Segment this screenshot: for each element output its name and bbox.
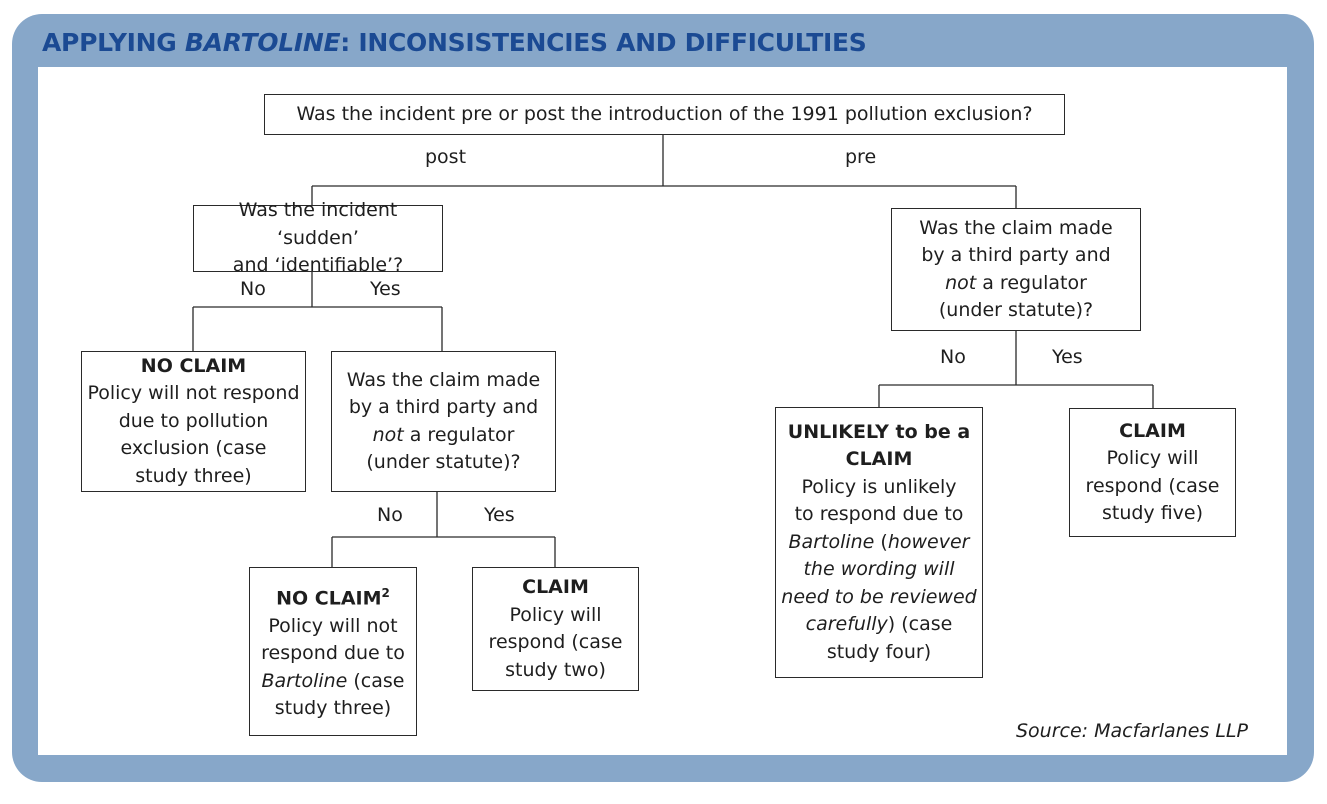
tp-left-line1: Was the claim made (346, 368, 541, 391)
unlikely-line7: study four) (826, 640, 932, 663)
tp-right-yes-label: Yes (1052, 346, 1083, 368)
unlikely-line4: the wording will (803, 558, 955, 581)
tp-right-line3: not a regulator (945, 271, 1087, 294)
tp-right-line4: (under statute)? (938, 299, 1094, 321)
tp-left-yes-label: Yes (484, 504, 515, 526)
sudden-yes-label: Yes (370, 278, 401, 300)
claim-two-line3: study two) (505, 658, 606, 681)
no-claim-2-heading: NO CLAIM2 (276, 586, 390, 610)
third-party-question-box-left: Was the claim made by a third party and … (331, 351, 556, 492)
no-claim-2-line3: Bartoline (case (261, 669, 405, 692)
claim-two-heading: CLAIM (522, 576, 589, 598)
sudden-line1: Was the incident ‘sudden’ (238, 199, 398, 249)
tp-right-line2: by a third party and (921, 244, 1111, 266)
no-claim-2-line4: study three) (274, 697, 392, 720)
tp-left-no-label: No (377, 504, 403, 526)
claim-five-line3: study five) (1101, 502, 1204, 524)
unlikely-line5: need to be reviewed (781, 585, 977, 608)
unlikely-line1: Policy is unlikely (801, 475, 957, 498)
claim-five-line2: respond (case (1085, 474, 1220, 497)
no-claim-1-line3: exclusion (case (120, 437, 267, 460)
claim-two-line1: Policy will (509, 603, 602, 626)
root-question-text: Was the incident pre or post the introdu… (296, 102, 1033, 125)
sudden-line2: and ‘identifiable’? (232, 254, 404, 277)
sudden-question-box: Was the incident ‘sudden’ and ‘identifia… (193, 199, 443, 276)
unlikely-heading-2: CLAIM (845, 448, 913, 471)
claim-two-line2: respond (case (488, 631, 623, 653)
diagram-title: APPLYING BARTOLINE: INCONSISTENCIES AND … (42, 28, 867, 57)
no-claim-1-line1: Policy will not respond (87, 382, 300, 405)
no-claim-pollution-box: NO CLAIM Policy will not respond due to … (81, 351, 306, 492)
tp-left-line2: by a third party and (348, 396, 539, 418)
no-claim-1-heading: NO CLAIM (140, 354, 247, 377)
claim-case-two-box: CLAIM Policy will respond (case study tw… (472, 567, 639, 691)
claim-five-heading: CLAIM (1119, 419, 1186, 442)
unlikely-heading-1: UNLIKELY to be a (787, 420, 971, 443)
unlikely-line2: to respond due to (794, 503, 964, 526)
branch-label-post: post (425, 146, 467, 168)
root-question-box: Was the incident pre or post the introdu… (264, 94, 1065, 135)
no-claim-2-line1: Policy will not (268, 614, 398, 637)
tp-right-no-label: No (940, 346, 966, 368)
source-credit: Source: Macfarlanes LLP (1016, 720, 1248, 742)
claim-five-line1: Policy will (1106, 447, 1199, 469)
unlikely-claim-box: UNLIKELY to be a CLAIM Policy is unlikel… (775, 407, 983, 678)
unlikely-line6: carefully) (case (805, 613, 953, 636)
third-party-question-box-right: Was the claim made by a third party and … (891, 208, 1141, 331)
no-claim-1-line2: due to pollution (118, 409, 269, 432)
unlikely-line3: Bartoline (however (788, 530, 970, 553)
tp-right-line1: Was the claim made (919, 216, 1113, 239)
no-claim-bartoline-box: NO CLAIM2 Policy will not respond due to… (249, 567, 417, 736)
no-claim-2-line2: respond due to (261, 642, 405, 665)
tp-left-line3: not a regulator (372, 423, 515, 446)
no-claim-1-line4: study three) (135, 464, 252, 487)
claim-case-five-box: CLAIM Policy will respond (case study fi… (1069, 408, 1236, 537)
branch-label-pre: pre (845, 146, 877, 168)
sudden-no-label: No (240, 278, 266, 300)
tp-left-line4: (under statute)? (366, 451, 521, 473)
